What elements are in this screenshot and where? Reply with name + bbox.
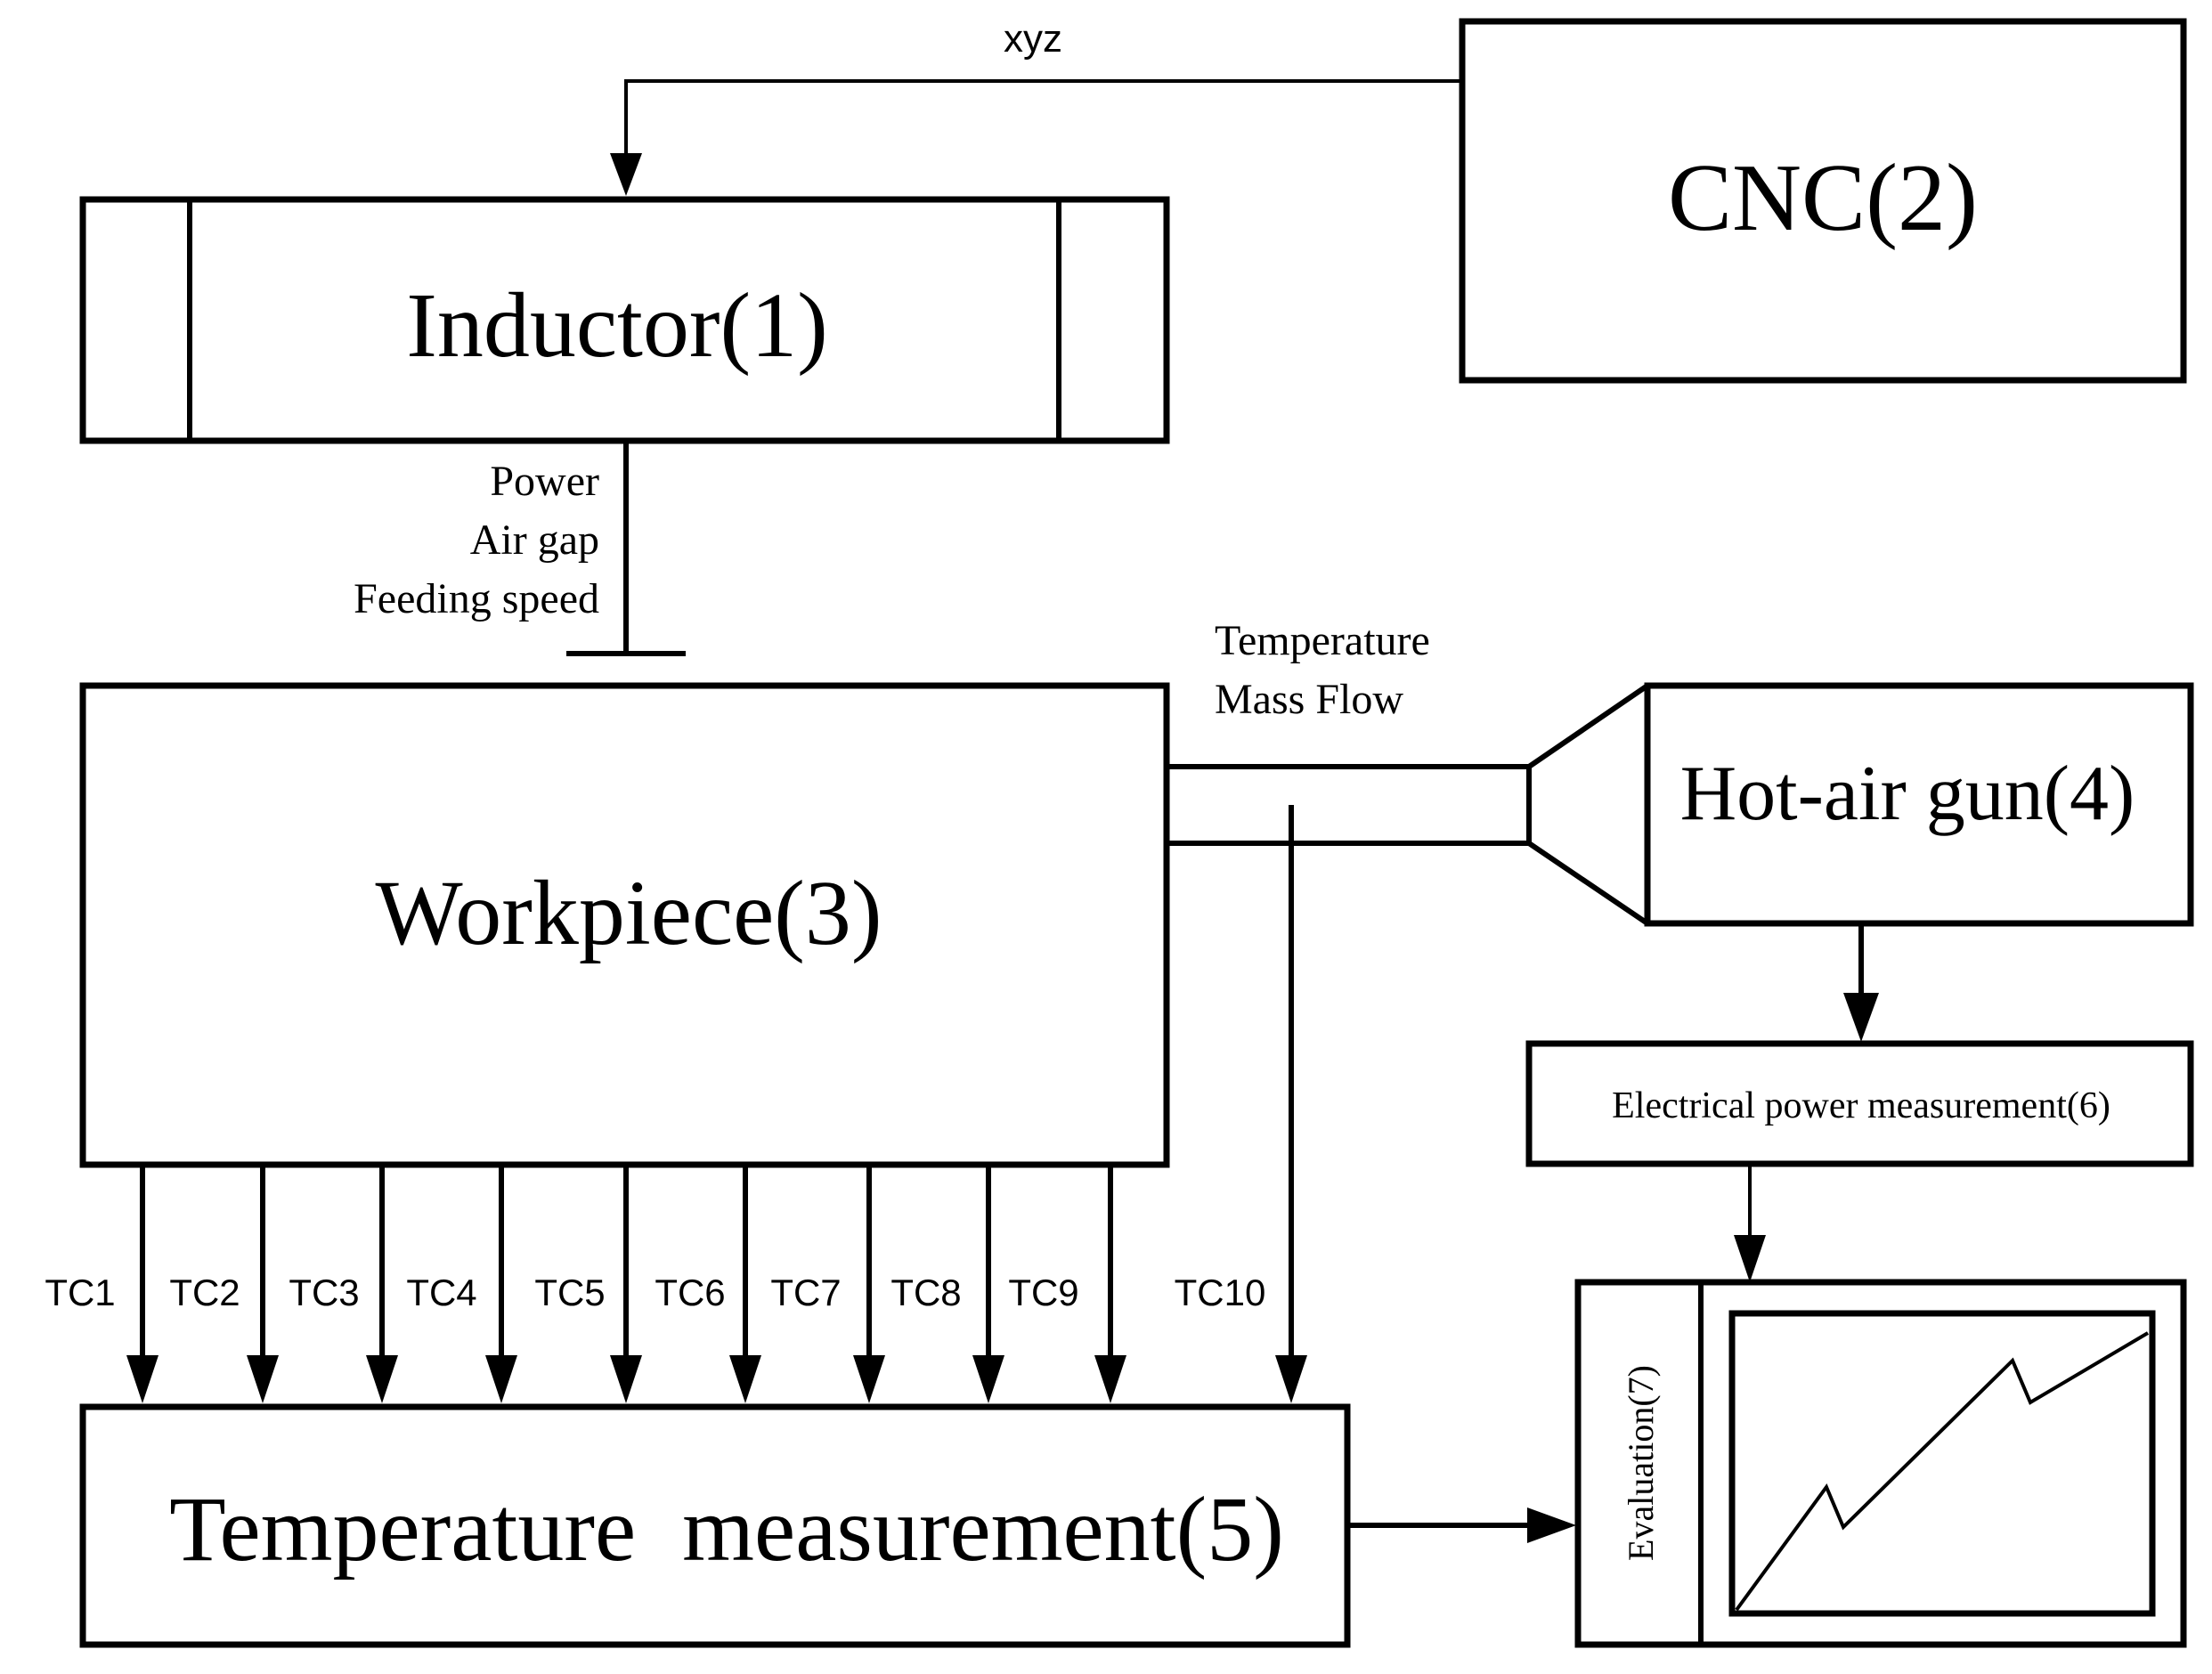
thermocouple-labels: TC1 TC2 TC3 TC4 TC5 TC6 TC7 TC8 TC9 TC10 — [45, 1272, 1265, 1313]
tc6-label: TC6 — [655, 1272, 725, 1313]
electrical-power-measurement-label: Electrical power measurement(6) — [1612, 1085, 2110, 1126]
feeding-speed-label: Feeding speed — [354, 575, 599, 622]
xyz-label: xyz — [1004, 17, 1062, 61]
arrowhead-icon — [853, 1355, 885, 1403]
inductor-block: Inductor(1) — [79, 196, 1170, 444]
hot-air-duct: Temperature Mass Flow — [1167, 617, 1649, 926]
air-gap-label: Air gap — [470, 516, 599, 564]
hot-air-gun-block: Hot-air gun(4) — [1644, 682, 2194, 927]
arrowhead-icon — [366, 1355, 398, 1403]
tc10-label: TC10 — [1175, 1272, 1266, 1313]
arrowhead-icon — [610, 153, 642, 196]
arrowhead-icon — [126, 1355, 159, 1403]
evaluation-block: Evaluation(7) — [1574, 1279, 2187, 1648]
temperature-measurement-block: Temperature measurement(5) — [79, 1403, 1351, 1648]
cnc-block: CNC(2) — [1459, 18, 2187, 384]
tc5-label: TC5 — [534, 1272, 605, 1313]
cnc-label: CNC(2) — [1668, 145, 1978, 251]
arrowhead-icon — [729, 1355, 761, 1403]
arrowhead-icon — [1527, 1507, 1576, 1543]
arrowhead-icon — [1843, 993, 1879, 1042]
gun-to-power-connector — [1843, 923, 1879, 1042]
tc2-label: TC2 — [169, 1272, 240, 1313]
arrowhead-icon — [972, 1355, 1004, 1403]
inductor-label: Inductor(1) — [406, 274, 828, 377]
arrowhead-icon — [610, 1355, 642, 1403]
inductor-to-workpiece-connector: Power Air gap Feeding speed — [354, 441, 686, 656]
temperature-param-label: Temperature — [1215, 617, 1430, 664]
workpiece-label: Workpiece(3) — [375, 862, 882, 964]
arrowhead-icon — [247, 1355, 279, 1403]
hot-air-gun-label: Hot-air gun(4) — [1680, 751, 2135, 837]
thermocouple-arrows — [126, 805, 1307, 1403]
tc8-label: TC8 — [890, 1272, 961, 1313]
temperature-to-evaluation-connector — [1347, 1507, 1576, 1543]
tc7-label: TC7 — [770, 1272, 841, 1313]
tc9-label: TC9 — [1008, 1272, 1078, 1313]
arrowhead-icon — [485, 1355, 517, 1403]
evaluation-screen — [1728, 1310, 2156, 1617]
tc4-label: TC4 — [406, 1272, 476, 1313]
tc3-label: TC3 — [289, 1272, 359, 1313]
electrical-power-measurement-block: Electrical power measurement(6) — [1525, 1040, 2194, 1167]
cnc-to-inductor-connector: xyz — [610, 17, 1462, 196]
workpiece-block: Workpiece(3) — [79, 682, 1170, 1168]
evaluation-trend-curve — [1735, 1331, 2150, 1612]
power-label: Power — [490, 458, 599, 505]
tc1-label: TC1 — [45, 1272, 115, 1313]
temperature-measurement-label: Temperature measurement(5) — [169, 1478, 1284, 1581]
arrowhead-icon — [1275, 1355, 1307, 1403]
mass-flow-param-label: Mass Flow — [1215, 676, 1403, 723]
arrowhead-icon — [1734, 1235, 1766, 1282]
arrowhead-icon — [1094, 1355, 1126, 1403]
evaluation-label: Evaluation(7) — [1621, 1365, 1661, 1561]
power-to-evaluation-connector — [1734, 1164, 1766, 1282]
